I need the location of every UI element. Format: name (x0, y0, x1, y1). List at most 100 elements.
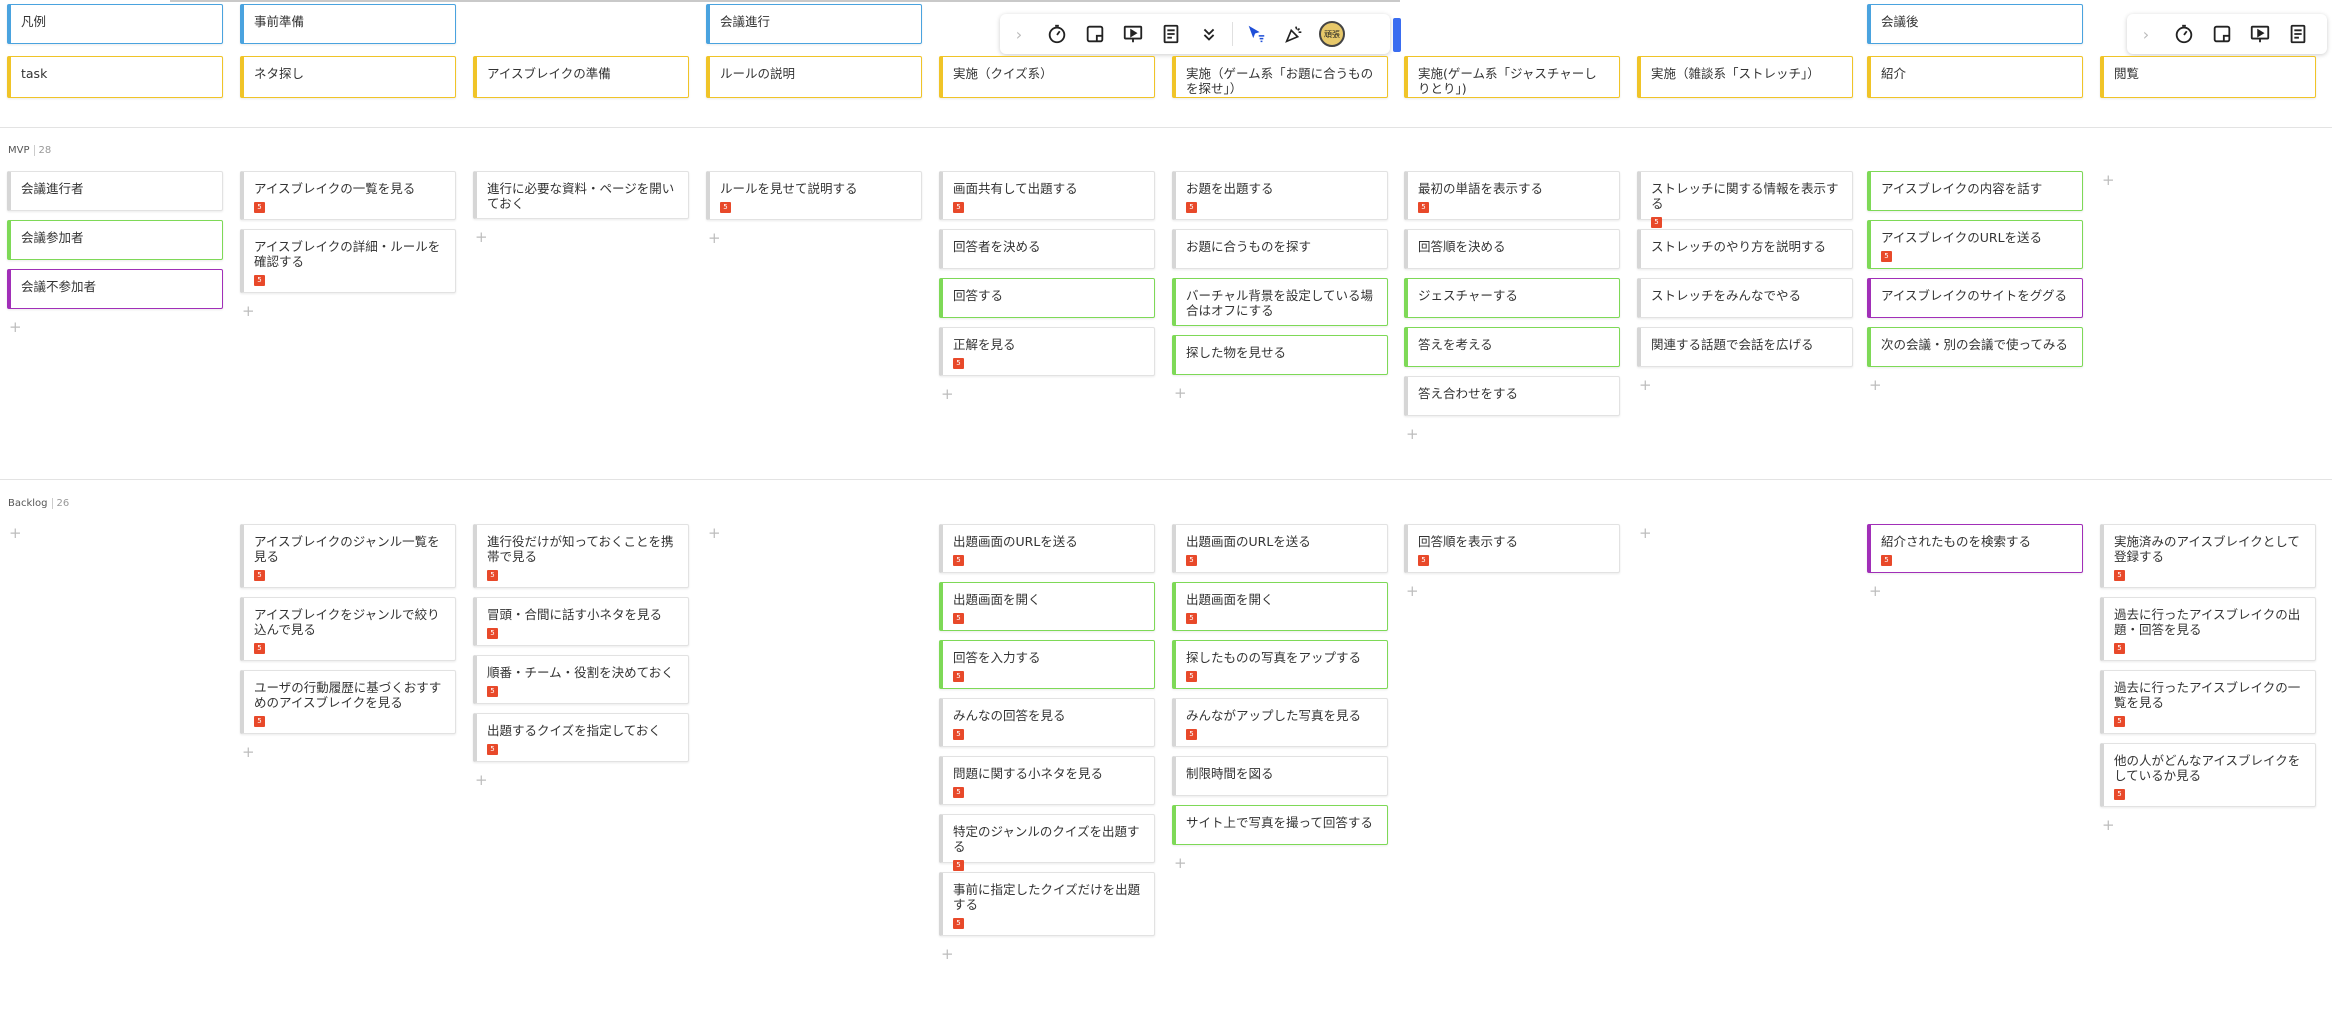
activity-card[interactable]: task (7, 56, 223, 98)
timer-icon[interactable] (2165, 14, 2203, 54)
cursor-filter-icon[interactable] (1237, 14, 1275, 54)
activity-card[interactable]: 実施（クイズ系） (939, 56, 1155, 98)
story-card[interactable]: 答え合わせをする (1404, 376, 1620, 416)
add-card-icon[interactable]: + (242, 743, 255, 761)
story-card[interactable]: 探した物を見せる (1172, 335, 1388, 375)
story-card[interactable]: 進行に必要な資料・ページを開いておく (473, 171, 689, 219)
add-card-icon[interactable]: + (2102, 171, 2115, 189)
add-card-icon[interactable]: + (1869, 376, 1882, 394)
presentation-icon[interactable] (1114, 14, 1152, 54)
story-card[interactable]: ストレッチのやり方を説明する (1637, 229, 1853, 269)
header-card[interactable]: 会議後 (1867, 4, 2083, 44)
story-card[interactable]: 次の会議・別の会議で使ってみる (1867, 327, 2083, 367)
story-card[interactable]: アイスブレイクの内容を話す (1867, 171, 2083, 211)
chevron-right-icon[interactable]: › (1015, 24, 1023, 44)
chevrons-down-icon[interactable] (1190, 14, 1228, 54)
sticky-note-icon[interactable] (2203, 14, 2241, 54)
story-card[interactable]: 会議進行者 (7, 171, 223, 211)
header-card[interactable]: 事前準備 (240, 4, 456, 44)
add-card-icon[interactable]: + (475, 771, 488, 789)
document-icon[interactable] (1152, 14, 1190, 54)
story-card[interactable]: ストレッチをみんなでやる (1637, 278, 1853, 318)
document-icon[interactable] (2279, 14, 2317, 54)
add-card-icon[interactable]: + (708, 524, 721, 542)
add-card-icon[interactable]: + (1174, 854, 1187, 872)
activity-card[interactable]: 実施（ゲーム系「お題に合うものを探せ」） (1172, 56, 1388, 98)
story-card[interactable]: 関連する話題で会話を広げる (1637, 327, 1853, 367)
story-card[interactable]: サイト上で写真を撮って回答する (1172, 805, 1388, 845)
story-card[interactable]: 回答順を決める (1404, 229, 1620, 269)
add-card-icon[interactable]: + (941, 945, 954, 963)
timer-icon[interactable] (1038, 14, 1076, 54)
story-card[interactable]: 答えを考える (1404, 327, 1620, 367)
activity-card[interactable]: 実施（雑談系「ストレッチ」） (1637, 56, 1853, 98)
avatar-button[interactable]: 頑張 (1313, 14, 1351, 54)
header-card[interactable]: 凡例 (7, 4, 223, 44)
add-card-icon[interactable]: + (9, 524, 22, 542)
add-card-icon[interactable]: + (1174, 384, 1187, 402)
story-card[interactable]: アイスブレイクのサイトをググる (1867, 278, 2083, 318)
add-card-icon[interactable]: + (1869, 582, 1882, 600)
story-card[interactable]: お題に合うものを探す (1172, 229, 1388, 269)
activity-card[interactable]: アイスブレイクの準備 (473, 56, 689, 98)
chevron-right-icon[interactable]: › (2142, 24, 2150, 44)
story-card[interactable]: バーチャル背景を設定している場合はオフにする (1172, 278, 1388, 326)
story-card[interactable]: 会議参加者 (7, 220, 223, 260)
story-card[interactable]: 回答者を決める (939, 229, 1155, 269)
sticky-note-icon[interactable] (1076, 14, 1114, 54)
activity-card[interactable]: 閲覧 (2100, 56, 2316, 98)
story-card[interactable]: 制限時間を図る (1172, 756, 1388, 796)
add-card-icon[interactable]: + (1639, 524, 1652, 542)
add-card-icon[interactable]: + (1406, 425, 1419, 443)
activity-card[interactable]: 紹介 (1867, 56, 2083, 98)
add-card-icon[interactable]: + (2102, 816, 2115, 834)
add-card-icon[interactable]: + (1639, 376, 1652, 394)
add-card-icon[interactable]: + (475, 228, 488, 246)
add-card-icon[interactable]: + (1406, 582, 1419, 600)
add-card-icon[interactable]: + (708, 229, 721, 247)
activity-card[interactable]: ネタ探し (240, 56, 456, 98)
activity-card[interactable]: ルールの説明 (706, 56, 922, 98)
story-card[interactable]: 回答する (939, 278, 1155, 318)
add-card-icon[interactable]: + (941, 385, 954, 403)
story-card[interactable]: 会議不参加者 (7, 269, 223, 309)
story-card[interactable]: ジェスチャーする (1404, 278, 1620, 318)
add-card-icon[interactable]: + (242, 302, 255, 320)
header-card[interactable]: 会議進行 (706, 4, 922, 44)
activity-card[interactable]: 実施(ゲーム系「ジャスチャーしりとり」) (1404, 56, 1620, 98)
celebrate-icon[interactable] (1275, 14, 1313, 54)
avatar[interactable]: 頑張 (1319, 21, 1345, 47)
presentation-icon[interactable] (2241, 14, 2279, 54)
